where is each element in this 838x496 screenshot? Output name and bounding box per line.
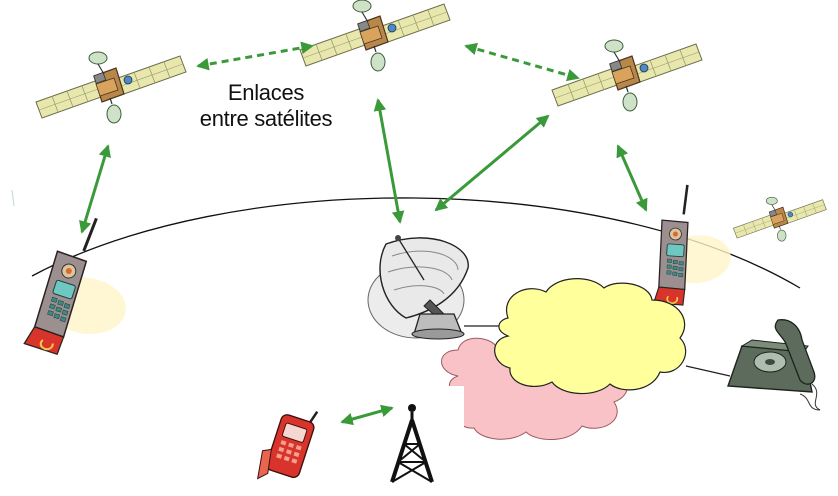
uplink-arrow (79, 144, 111, 234)
rotary-telephone-icon (685, 319, 821, 411)
caption-line-2: entre satélites (199, 106, 333, 131)
uplink-arrow (373, 98, 405, 224)
inter-satellite-link-arrow (196, 41, 314, 71)
inter-satellite-links-label: Enlaces entre satélites (176, 80, 356, 132)
uplink-arrow (434, 114, 550, 212)
caption-line-1: Enlaces (227, 80, 305, 105)
satellite-icon (35, 51, 187, 124)
satellite-phone-icon (21, 209, 126, 359)
uplink-arrow (616, 144, 648, 212)
cloud-icon (494, 278, 687, 395)
radio-tower-icon (390, 404, 434, 483)
mobile-phone-icon (256, 411, 319, 480)
satellite-icon (732, 196, 827, 242)
satellite-phone-icon (640, 183, 731, 310)
satellite-dish-icon (367, 235, 506, 340)
mobile-link-arrow (340, 404, 394, 426)
satellite-icon (299, 0, 451, 72)
horizon-tick-mark (11, 189, 15, 207)
inter-satellite-link-arrow (464, 42, 580, 82)
